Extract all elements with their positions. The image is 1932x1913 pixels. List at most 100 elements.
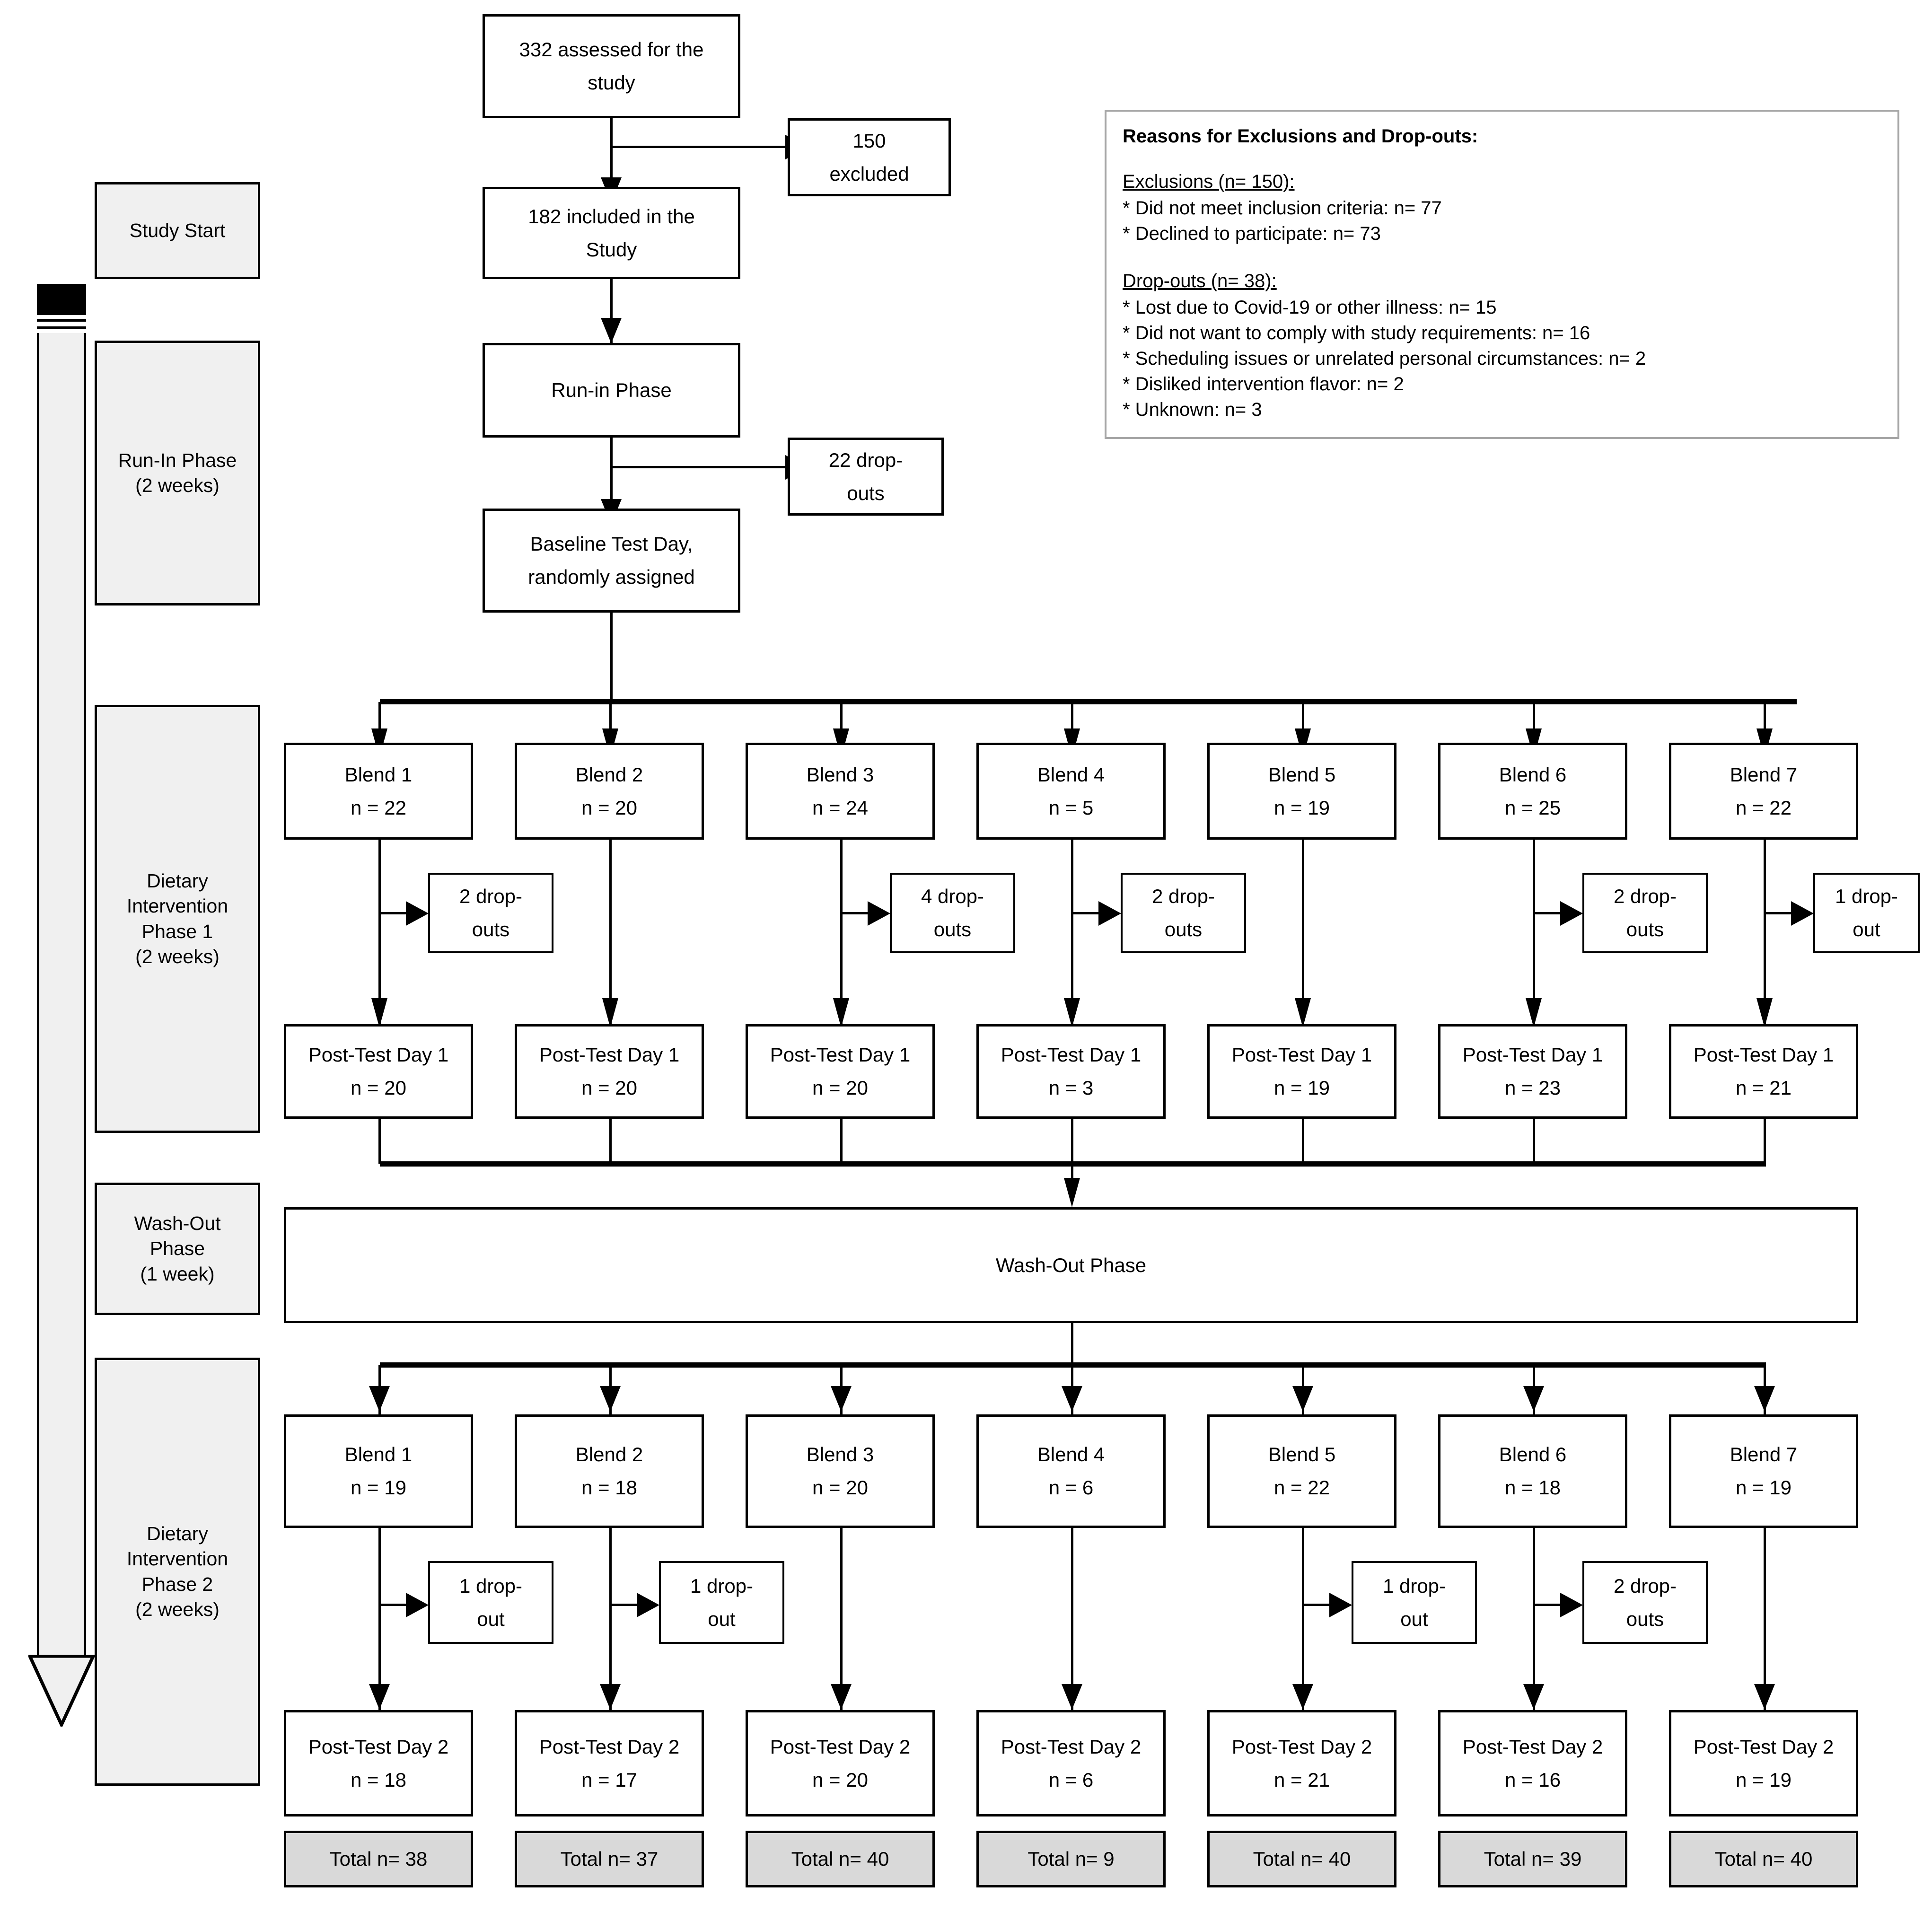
phase-label-line: Intervention xyxy=(126,895,228,917)
drop-line-p1-c2 xyxy=(609,702,612,754)
arrowhead-p2-dropout-5 xyxy=(1329,1593,1352,1617)
box-p2-blend-4: Blend 4 n = 6 xyxy=(976,1414,1166,1528)
box-line: Blend 1 xyxy=(344,1443,413,1466)
arrowhead-p2-dropout-1 xyxy=(406,1593,429,1617)
box-line: Post-Test Day 2 xyxy=(1462,1735,1603,1758)
box-p1-blend-7: Blend 7 n = 22 xyxy=(1669,743,1858,840)
timeline-arrow-cap xyxy=(37,284,86,315)
study-timeline-arrow xyxy=(28,284,95,1731)
box-line: outs xyxy=(1626,1607,1664,1630)
box-line: Post-Test Day 2 xyxy=(1001,1735,1142,1758)
box-line: outs xyxy=(933,918,972,941)
arrowhead-p2-c5 xyxy=(1292,1386,1313,1412)
box-line: outs xyxy=(472,918,510,941)
box-line: Blend 1 xyxy=(344,763,413,786)
box-p1-blend-3: Blend 3 n = 24 xyxy=(746,743,935,840)
box-line: Post-Test Day 1 xyxy=(770,1044,911,1066)
box-p2-blend-2: Blend 2 n = 18 xyxy=(515,1414,704,1528)
arrowhead-p2-post-c6 xyxy=(1523,1684,1544,1710)
box-line: 150 xyxy=(852,129,886,152)
stem-p1-c6 xyxy=(1533,840,1535,1029)
box-total-1: Total n= 38 xyxy=(284,1831,473,1887)
arrowhead-p1-post-c6 xyxy=(1526,998,1542,1027)
box-line: out xyxy=(1853,918,1880,941)
arrowhead-p2-post-c7 xyxy=(1754,1684,1775,1710)
box-line: Post-Test Day 1 xyxy=(308,1044,449,1066)
box-p1-posttest-4: Post-Test Day 1 n = 3 xyxy=(976,1024,1166,1119)
box-line: excluded xyxy=(829,162,909,185)
connector-included-down xyxy=(610,279,613,343)
arrowhead-p1-post-c2 xyxy=(602,998,618,1027)
connector-p1-dropout-7 xyxy=(1765,912,1792,914)
timeline-arrow-stripe-1 xyxy=(37,319,86,322)
arrowhead-p1-dropout-1 xyxy=(406,901,429,926)
box-line: n = 20 xyxy=(581,796,637,819)
phase-label-line: Dietary xyxy=(147,1522,208,1544)
arrowhead-p2-post-c1 xyxy=(369,1684,390,1710)
phase-label-line: (2 weeks) xyxy=(135,945,220,967)
connector-baseline-down xyxy=(610,613,613,702)
box-total-4: Total n= 9 xyxy=(976,1831,1166,1887)
box-line: n = 19 xyxy=(1736,1768,1791,1791)
converge-line-c1 xyxy=(378,1119,381,1164)
box-line: Blend 5 xyxy=(1268,1443,1336,1466)
drop-line-p1-c7 xyxy=(1764,702,1766,754)
box-line: n = 19 xyxy=(1274,1077,1330,1099)
box-p2-posttest-7: Post-Test Day 2 n = 19 xyxy=(1669,1710,1858,1816)
box-line: n = 16 xyxy=(1505,1768,1561,1791)
box-line: Total n= 40 xyxy=(1714,1848,1813,1870)
box-line: Blend 3 xyxy=(806,1443,874,1466)
phase-label-line: (2 weeks) xyxy=(135,1598,220,1620)
box-line: n = 24 xyxy=(812,796,868,819)
stem-p1-c3 xyxy=(840,840,843,1029)
connector-p2-dropout-6 xyxy=(1534,1604,1562,1606)
connector-p1-dropout-3 xyxy=(842,912,869,914)
arrowhead-p2-post-c5 xyxy=(1292,1684,1313,1710)
legend-title: Reasons for Exclusions and Drop-outs: xyxy=(1123,126,1478,147)
box-line: 22 drop- xyxy=(828,448,903,471)
box-line: 2 drop- xyxy=(1613,1574,1677,1597)
box-line: Wash-Out Phase xyxy=(995,1254,1147,1276)
legend-item: * Disliked intervention flavor: n= 2 xyxy=(1123,374,1404,395)
converge-line-c5 xyxy=(1302,1119,1304,1164)
arrowhead-p1-dropout-6 xyxy=(1560,901,1583,926)
phase-label-line: Study Start xyxy=(129,219,226,241)
box-line: n = 19 xyxy=(351,1476,406,1499)
arrowhead-p2-dropout-2 xyxy=(637,1593,659,1617)
box-line: randomly assigned xyxy=(528,566,695,588)
box-line: 2 drop- xyxy=(1151,885,1215,908)
connector-assessed-down xyxy=(610,118,613,203)
converge-line-c2 xyxy=(609,1119,612,1164)
legend-exclusions-heading: Exclusions (n= 150): xyxy=(1123,171,1295,192)
box-p2-posttest-6: Post-Test Day 2 n = 16 xyxy=(1438,1710,1627,1816)
arrowhead-p1-post-c3 xyxy=(833,998,849,1027)
box-p2-posttest-1: Post-Test Day 2 n = 18 xyxy=(284,1710,473,1816)
distribution-bar-phase-2 xyxy=(380,1362,1766,1368)
arrowhead-to-washout xyxy=(1064,1178,1080,1207)
phase-label-line: (1 week) xyxy=(140,1263,215,1285)
arrowhead-to-runin xyxy=(601,318,622,343)
box-line: n = 3 xyxy=(1048,1077,1094,1099)
box-p1-posttest-1: Post-Test Day 1 n = 20 xyxy=(284,1024,473,1119)
box-line: Blend 2 xyxy=(575,1443,643,1466)
drop-line-p1-c6 xyxy=(1533,702,1535,754)
convergence-bar-washout xyxy=(380,1161,1766,1167)
box-line: n = 6 xyxy=(1048,1768,1094,1791)
box-line: n = 21 xyxy=(1274,1768,1330,1791)
box-line: 2 drop- xyxy=(1613,885,1677,908)
box-p1-dropout-4: 2 drop- outs xyxy=(1121,873,1246,953)
stem-p1-c7 xyxy=(1764,840,1766,1029)
box-line: Study xyxy=(586,238,637,261)
box-line: Post-Test Day 1 xyxy=(1001,1044,1142,1066)
box-line: 332 assessed for the xyxy=(519,38,704,61)
connector-runin-to-dropouts xyxy=(610,466,785,468)
legend-item: * Did not meet inclusion criteria: n= 77 xyxy=(1123,198,1442,219)
box-line: n = 23 xyxy=(1505,1077,1561,1099)
box-p1-posttest-2: Post-Test Day 1 n = 20 xyxy=(515,1024,704,1119)
connector-p1-dropout-6 xyxy=(1534,912,1562,914)
box-p1-dropout-1: 2 drop- outs xyxy=(428,873,553,953)
box-line: n = 20 xyxy=(812,1768,868,1791)
arrowhead-p2-c2 xyxy=(600,1386,621,1412)
box-line: n = 18 xyxy=(581,1476,637,1499)
